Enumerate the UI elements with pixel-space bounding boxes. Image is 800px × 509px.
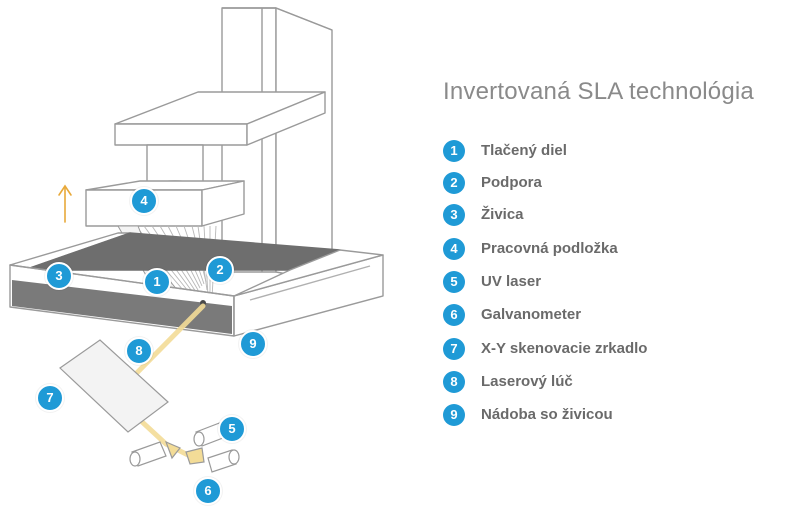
- legend-label: Pracovná podložka: [481, 240, 618, 257]
- legend-label: Laserový lúč: [481, 373, 573, 390]
- galvo-right: [207, 449, 240, 473]
- legend-badge: 2: [443, 172, 465, 194]
- up-arrow-icon: [58, 184, 72, 223]
- callout-8: 8: [125, 337, 153, 365]
- callout-5: 5: [218, 415, 246, 443]
- callout-4: 4: [130, 187, 158, 215]
- callout-6: 6: [194, 477, 222, 505]
- callout-9: 9: [239, 330, 267, 358]
- xy-scanning-mirror: [59, 339, 169, 433]
- legend-badge: 7: [443, 338, 465, 360]
- callout-1: 1: [143, 268, 171, 296]
- legend-badge: 9: [443, 404, 465, 426]
- callout-2: 2: [206, 256, 234, 284]
- callout-7: 7: [36, 384, 64, 412]
- legend-badge: 8: [443, 371, 465, 393]
- legend-badge: 6: [443, 304, 465, 326]
- galvo-mirror-small: [164, 440, 181, 460]
- resin-tank: [9, 232, 384, 337]
- legend-badge: 1: [443, 140, 465, 162]
- legend-badge: 3: [443, 204, 465, 226]
- legend-badge: 4: [443, 238, 465, 260]
- diagram-title: Invertovaná SLA technológia: [443, 78, 754, 105]
- legend-label: Galvanometer: [481, 306, 582, 323]
- galvo-left: [129, 441, 167, 467]
- legend-label: UV laser: [481, 273, 542, 290]
- legend-label: Podpora: [481, 174, 542, 191]
- legend-label: Nádoba so živicou: [481, 406, 613, 423]
- build-platform: [85, 180, 245, 227]
- legend-badge: 5: [443, 271, 465, 293]
- legend-label: Tlačený diel: [481, 142, 567, 159]
- legend-label: X-Y skenovacie zrkadlo: [481, 340, 648, 357]
- callout-3: 3: [45, 262, 73, 290]
- legend-label: Živica: [481, 206, 524, 223]
- galvo-mirror-small-2: [185, 447, 205, 465]
- z-axis-arm: [114, 91, 326, 146]
